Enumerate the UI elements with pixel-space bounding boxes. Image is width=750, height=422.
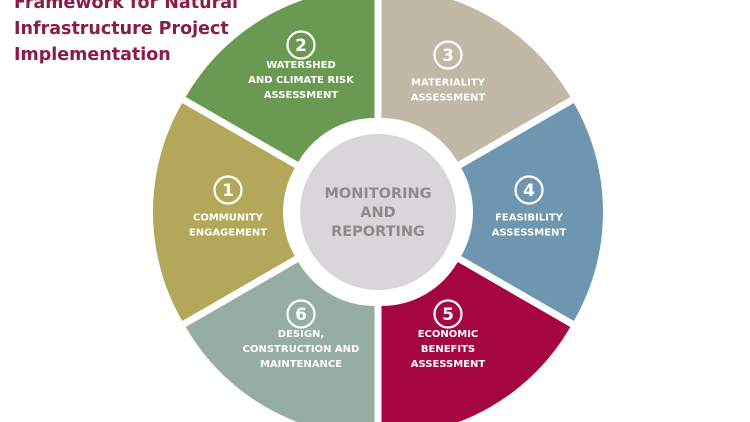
segment-3-number: 3 bbox=[442, 46, 454, 66]
title-line-1: Framework for Natural bbox=[14, 0, 239, 13]
segment-6-wedge bbox=[185, 262, 375, 422]
segment-1-label: COMMUNITY ENGAGEMENT bbox=[189, 213, 267, 239]
segment-2-label-line: WATERSHED bbox=[266, 60, 336, 71]
segment-1-label-line: COMMUNITY bbox=[193, 213, 264, 224]
segment-4-label-line: FEASIBILITY bbox=[495, 213, 564, 224]
segment-3-label-line: ASSESSMENT bbox=[411, 93, 486, 104]
title-line-3: Implementation bbox=[14, 45, 171, 65]
segment-2-label: WATERSHED AND CLIMATE RISK ASSESSMENT bbox=[248, 60, 355, 101]
segment-1-number: 1 bbox=[222, 181, 234, 201]
center-label-line: MONITORING bbox=[324, 186, 431, 202]
diagram-title: Framework for Natural Infrastructure Pro… bbox=[14, 0, 238, 68]
segment-6-label-line: CONSTRUCTION AND bbox=[243, 344, 360, 355]
segment-5-number: 5 bbox=[442, 305, 454, 325]
segment-6-number-circle bbox=[286, 299, 316, 329]
center-label: MONITORING AND REPORTING bbox=[324, 186, 431, 240]
segment-2-number: 2 bbox=[295, 36, 307, 56]
segment-2-label-line: ASSESSMENT bbox=[264, 90, 339, 101]
center-label-line: AND bbox=[360, 205, 395, 221]
segment-6-number: 6 bbox=[295, 305, 307, 325]
segment-5-number-circle bbox=[433, 299, 463, 329]
segment-6-label: DESIGN, CONSTRUCTION AND MAINTENANCE bbox=[243, 329, 360, 370]
center-hub bbox=[300, 134, 456, 290]
segment-1-number-circle bbox=[213, 175, 243, 205]
segment-1-wedge bbox=[153, 103, 295, 321]
segment-3-wedge bbox=[381, 0, 571, 162]
segment-3-label: MATERIALITY ASSESSMENT bbox=[411, 78, 486, 104]
segment-4-label-line: ASSESSMENT bbox=[492, 228, 567, 239]
center-label-line: REPORTING bbox=[331, 224, 425, 240]
segment-1-label-line: ENGAGEMENT bbox=[189, 228, 267, 239]
segment-5-label-line: ASSESSMENT bbox=[411, 359, 486, 370]
segment-4-label: FEASIBILITY ASSESSMENT bbox=[492, 213, 567, 239]
segment-2-number-circle bbox=[286, 30, 316, 60]
segment-5-label-line: BENEFITS bbox=[421, 344, 475, 355]
segment-2-wedge bbox=[185, 0, 375, 162]
segment-4-wedge bbox=[461, 103, 603, 321]
segment-6-label-line: MAINTENANCE bbox=[260, 359, 342, 370]
segment-3-label-line: MATERIALITY bbox=[411, 78, 486, 89]
title-line-2: Infrastructure Project bbox=[14, 19, 229, 39]
segment-2-label-line: AND CLIMATE RISK bbox=[248, 75, 355, 86]
segment-4-number-circle bbox=[514, 175, 544, 205]
segment-3-number-circle bbox=[433, 40, 463, 70]
segment-4-number: 4 bbox=[523, 181, 535, 201]
segment-6-label-line: DESIGN, bbox=[278, 329, 324, 340]
segment-5-wedge bbox=[381, 262, 571, 422]
segment-5-label: ECONOMIC BENEFITS ASSESSMENT bbox=[411, 329, 486, 370]
segment-5-label-line: ECONOMIC bbox=[418, 329, 479, 340]
